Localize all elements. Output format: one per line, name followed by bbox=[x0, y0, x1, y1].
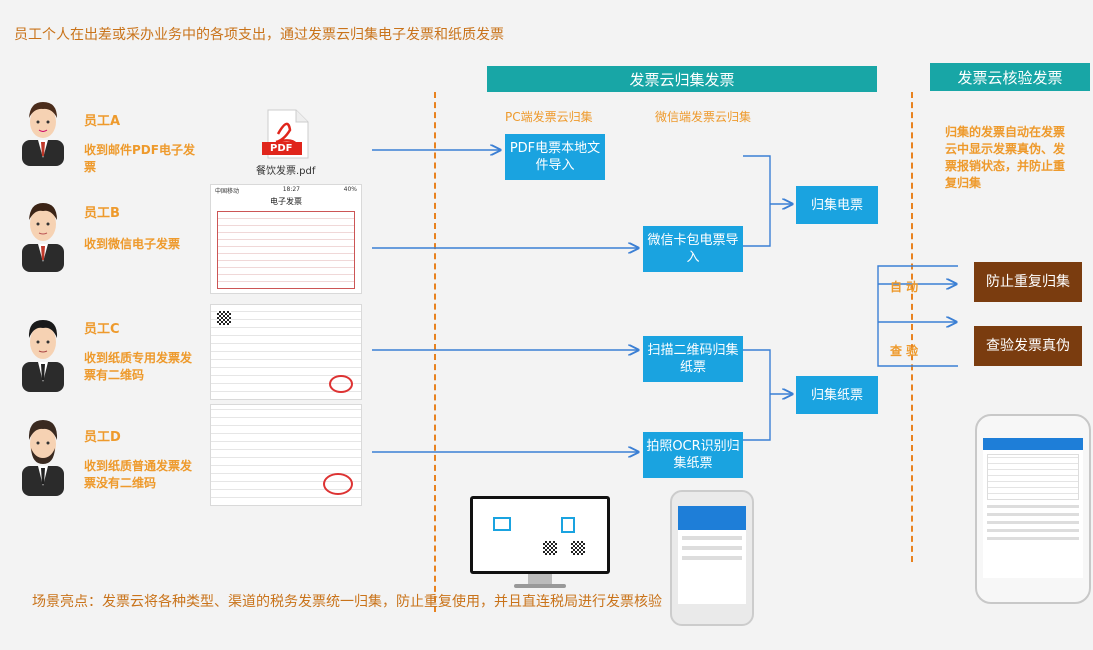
employee-c-name: 员工C bbox=[84, 322, 120, 337]
wechat-subheader: 微信端发票云归集 bbox=[655, 110, 752, 124]
special-invoice-image bbox=[210, 304, 362, 400]
phone-battery: 40% bbox=[343, 186, 357, 193]
phone-screen-title: 电子发票 bbox=[270, 197, 302, 206]
auto-label: 自 动 bbox=[890, 280, 919, 294]
wechat-invoice-screenshot: 中国移动 18:27 40% 电子发票 bbox=[210, 184, 362, 294]
employee-c-desc: 收到纸质专用发票发票有二维码 bbox=[84, 351, 193, 382]
phone-time: 18:27 bbox=[282, 186, 300, 193]
wechat-import-box: 微信卡包电票导入 bbox=[643, 226, 743, 272]
check-label: 查 验 bbox=[890, 344, 919, 358]
employee-a-name: 员工A bbox=[84, 114, 121, 129]
employee-b-avatar bbox=[18, 196, 68, 272]
e-invoice-box: 归集电票 bbox=[796, 186, 878, 224]
verify-header: 发票云核验发票 bbox=[930, 63, 1090, 91]
red-stamp-icon bbox=[323, 473, 353, 495]
employee-b-name: 员工B bbox=[84, 206, 120, 221]
verify-phone-image bbox=[975, 414, 1091, 604]
scan-qr-box: 扫描二维码归集纸票 bbox=[643, 336, 743, 382]
qr-code-icon bbox=[571, 541, 585, 555]
employee-b-desc: 收到微信电子发票 bbox=[84, 237, 181, 251]
ordinary-invoice-image bbox=[210, 404, 362, 506]
pdf-file-icon: PDF 餐饮发票.pdf bbox=[256, 108, 316, 177]
qr-code-icon bbox=[217, 311, 231, 325]
page-title: 员工个人在出差或采办业务中的各项支出，通过发票云归集电子发票和纸质发票 bbox=[14, 27, 504, 43]
employee-c-avatar bbox=[18, 312, 68, 392]
separator-left bbox=[434, 92, 436, 612]
pdf-import-box: PDF电票本地文件导入 bbox=[505, 134, 605, 180]
red-stamp-icon bbox=[329, 375, 353, 393]
verify-note: 归集的发票自动在发票云中显示发票真伪、发票报销状态，并防止重复归集 bbox=[945, 125, 1066, 190]
invoice-image bbox=[217, 211, 355, 289]
employee-d-avatar bbox=[18, 412, 68, 496]
phone-icon bbox=[561, 517, 575, 533]
desktop-monitor-image bbox=[470, 496, 612, 596]
employee-a-avatar bbox=[18, 96, 68, 166]
phone-carrier: 中国移动 bbox=[215, 188, 240, 195]
scenario-highlight: 场景亮点：发票云将各种类型、渠道的税务发票统一归集，防止重复使用，并且直连税局进… bbox=[32, 594, 662, 610]
qr-code-icon bbox=[543, 541, 557, 555]
collect-header: 发票云归集发票 bbox=[487, 66, 877, 92]
employee-d-desc: 收到纸质普通发票发票没有二维码 bbox=[84, 459, 193, 490]
employee-d-name: 员工D bbox=[84, 430, 121, 445]
mobile-phone-image bbox=[670, 490, 754, 626]
pdf-badge: PDF bbox=[270, 143, 293, 154]
verify-result-box: 查验发票真伪 bbox=[974, 326, 1082, 366]
monitor-icon bbox=[493, 517, 511, 531]
ocr-box: 拍照OCR识别归集纸票 bbox=[643, 432, 743, 478]
pdf-filename: 餐饮发票.pdf bbox=[256, 166, 316, 177]
employee-a-desc: 收到邮件PDF电子发票 bbox=[84, 143, 195, 174]
pc-subheader: PC端发票云归集 bbox=[505, 110, 593, 124]
dedupe-result-box: 防止重复归集 bbox=[974, 262, 1082, 302]
paper-invoice-box: 归集纸票 bbox=[796, 376, 878, 414]
separator-right bbox=[911, 92, 913, 562]
